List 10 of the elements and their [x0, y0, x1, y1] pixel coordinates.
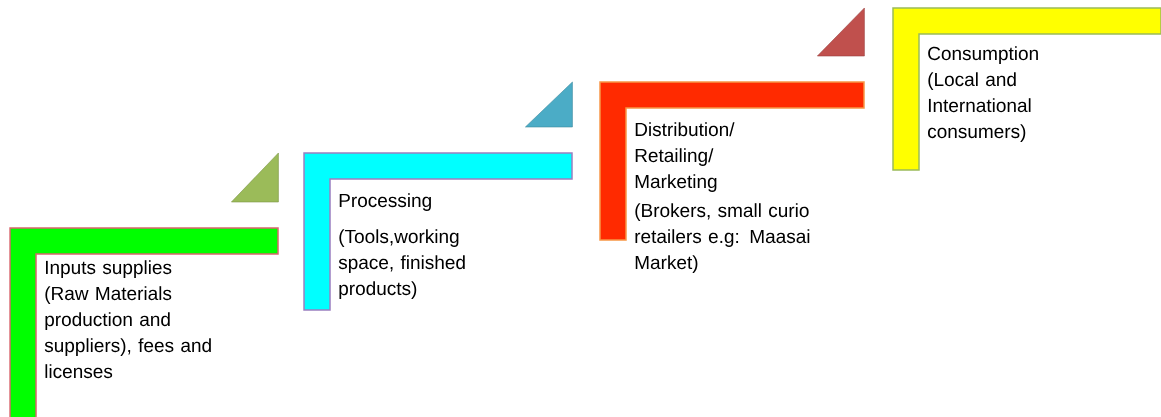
step-shape: [892, 7, 1161, 171]
step-text: Inputs supplies (Raw Materials production and suppliers), fees and licenses: [44, 260, 211, 379]
step-text: Distribution/ Retailing/ Marketing: [635, 122, 735, 192]
step-shape: [599, 81, 865, 273]
step-text: Processing: [339, 193, 431, 211]
step-shape: [9, 227, 279, 417]
step-shape: [303, 152, 573, 311]
step-text: (Tools,working space, finished products): [338, 229, 465, 299]
step-text: Consumption (Local and International consumers): [928, 46, 1038, 142]
step-text: (Brokers, small curio retailers e.g: Maasai Market): [635, 203, 810, 273]
